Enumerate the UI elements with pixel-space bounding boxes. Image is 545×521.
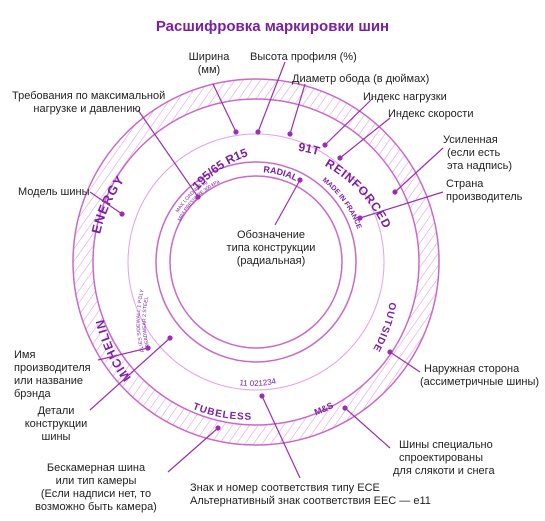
- label-construction-line1: Обозначение: [236, 229, 306, 241]
- label-details-line3: шины: [41, 431, 71, 443]
- leader-reinforced-dot: [392, 189, 398, 195]
- leader-load-index-dot: [322, 142, 328, 148]
- label-brand: Имя производителя или название брэнда: [14, 349, 91, 401]
- label-brand-line1: Имя: [14, 349, 36, 361]
- label-outside-line1: Наружная сторона: [424, 363, 520, 375]
- leader-outside: [389, 351, 421, 373]
- label-construction-line3: (радиальная): [236, 255, 306, 267]
- leader-load-index: [324, 97, 374, 146]
- tire-speed-load-marking: 91T: [298, 140, 322, 158]
- label-reinforced-line1: Усиленная: [443, 134, 498, 146]
- label-brand-line4: брэнда: [14, 388, 51, 400]
- label-ece: Знак и номер соответствия типу ECE Альте…: [190, 482, 431, 508]
- leader-width-dot: [233, 129, 239, 135]
- leader-brand: [97, 347, 149, 361]
- leader-tubeless: [167, 427, 219, 473]
- leader-country: [359, 191, 444, 219]
- leader-details-dot: [167, 335, 173, 341]
- tire-plies-sidewall-marking: PLIES SIDEWALL 1 POLY: [136, 288, 146, 352]
- label-country: Страна производитель: [446, 178, 522, 204]
- label-max-load-line1: Требования по максимальной: [12, 90, 166, 102]
- label-rim: Диаметр обода (в дюймах): [292, 73, 430, 85]
- leader-max-load-dot: [195, 194, 201, 200]
- label-brand-line3: или название: [14, 375, 84, 387]
- label-width-line1: Ширина: [188, 51, 230, 63]
- label-tubeless-line1: Бескамерная шина: [46, 462, 146, 474]
- leader-max-load: [137, 109, 199, 198]
- label-tubeless-line2: или тип камеры: [55, 475, 137, 487]
- label-outside: Наружная сторона (ассиметричные шины): [420, 363, 539, 389]
- leader-rim-dot: [287, 131, 293, 137]
- tire-sidewall-inner-ring: [127, 133, 385, 391]
- leader-construction-dot: [297, 177, 303, 183]
- label-width: Ширина (мм): [184, 51, 234, 77]
- label-profile: Высота профиля (%): [250, 51, 357, 63]
- tire-plies-marking: TREADWEAR 2 STEEL: [142, 296, 152, 351]
- label-max-load: Требования по максимальной нагрузке и да…: [12, 90, 166, 116]
- label-details-line1: Детали: [37, 405, 75, 417]
- leader-outside-dot: [387, 349, 393, 355]
- page-title: Расшифровка маркировки шин: [155, 18, 390, 35]
- leader-details: [89, 337, 171, 411]
- leader-width: [212, 83, 237, 133]
- leader-speed-index-dot: [337, 155, 343, 161]
- label-reinforced: Усиленная (если есть эта надпись): [443, 134, 512, 173]
- leader-ms: [344, 407, 391, 449]
- label-tubeless-line4: возможно быть камера): [35, 501, 157, 513]
- label-tubeless-line3: (Если надписи нет, то: [40, 488, 152, 500]
- leader-brand-dot: [145, 345, 151, 351]
- label-outside-line2: (ассиметричные шины): [420, 376, 540, 388]
- label-ms-line3: для слякоти и снега: [393, 465, 495, 477]
- leader-speed-index: [339, 117, 391, 159]
- label-country-line2: производитель: [446, 191, 523, 203]
- label-speed-index: Индекс скорости: [388, 108, 474, 120]
- leader-profile-dot: [255, 129, 261, 135]
- leader-profile: [257, 61, 286, 133]
- tire-bead-ring: [155, 161, 357, 363]
- leader-model-dot: [119, 211, 125, 217]
- label-details: Детали конструкции шины: [20, 405, 92, 444]
- leader-tubeless-dot: [215, 425, 221, 431]
- leader-rim: [289, 83, 306, 135]
- leader-ece-dot: [259, 393, 265, 399]
- label-brand-line2: производителя: [14, 362, 91, 374]
- label-construction: Обозначение типа конструкции (радиальная…: [216, 229, 326, 268]
- label-ece-line2: Альтернативный знак соответствия EEC — e…: [190, 495, 431, 507]
- label-ms-line1: Шины специально: [399, 439, 493, 451]
- label-width-line2: (мм): [197, 64, 221, 76]
- label-ms: Шины специально спроектированы для сляко…: [393, 439, 495, 478]
- label-tubeless: Бескамерная шина или тип камеры (Если на…: [20, 462, 172, 514]
- label-max-load-line2: нагрузке и давлению: [33, 103, 141, 115]
- label-ece-line1: Знак и номер соответствия типу ECE: [190, 482, 380, 494]
- leader-country-dot: [357, 215, 363, 221]
- label-country-line1: Страна: [446, 178, 484, 190]
- leader-ms-dot: [342, 405, 348, 411]
- leader-construction: [274, 179, 301, 226]
- leader-reinforced: [394, 147, 444, 193]
- label-construction-line2: типа конструкции: [226, 242, 316, 254]
- label-details-line2: конструкции: [24, 418, 88, 430]
- label-reinforced-line2: (если есть: [447, 147, 501, 159]
- tire-ece-marking: 11 021234: [239, 376, 277, 388]
- leader-ece: [261, 395, 301, 479]
- label-ms-line2: спроектированы: [399, 452, 483, 464]
- label-reinforced-line3: эта надпись): [447, 160, 513, 172]
- label-load-index: Индекс нагрузки: [363, 91, 447, 103]
- tire-rim-hole: [169, 175, 343, 349]
- label-model: Модель шины: [18, 186, 90, 198]
- leader-model: [89, 191, 123, 215]
